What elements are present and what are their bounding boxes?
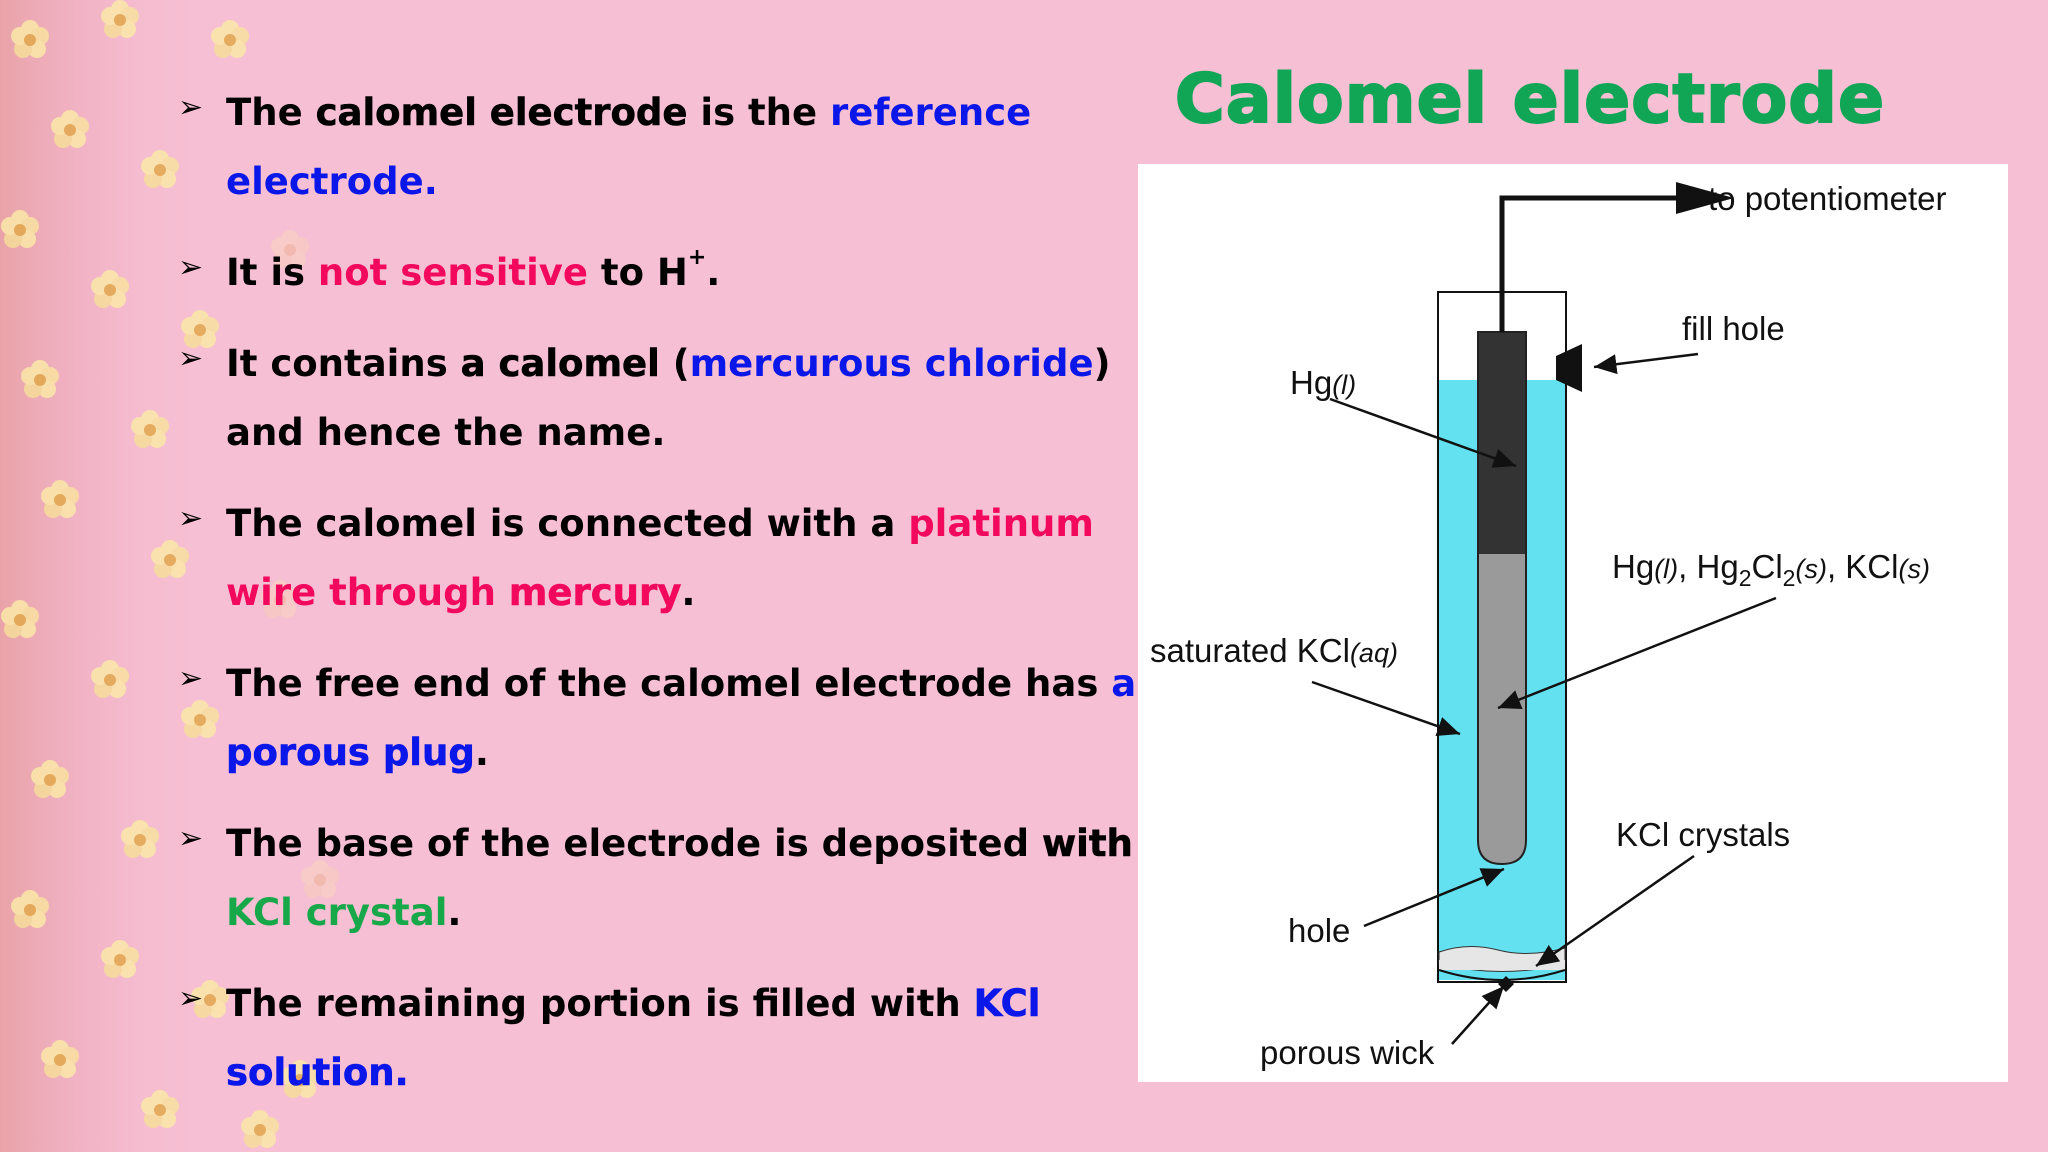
arrow-bullet-icon: ➢ xyxy=(178,821,204,856)
bullet-run: The base of the electrode is deposited xyxy=(226,822,1042,865)
bullet-text-1: The calomel electrode is the reference e… xyxy=(226,91,1031,203)
bullet-text-3: It contains a calomel (mercurous chlorid… xyxy=(226,342,1111,454)
arrow-bullet-icon: ➢ xyxy=(178,250,204,285)
bullet-run: not sensitive xyxy=(317,251,588,294)
slide-title: Calomel electrode xyxy=(1174,59,1886,140)
bullet-run: The calomel is connected with a xyxy=(226,502,909,545)
label-hole: hole xyxy=(1288,912,1350,949)
label-kcl-crystals: KCl crystals xyxy=(1616,816,1790,853)
bullet-run: a calomel xyxy=(460,342,660,386)
bullet-text-7: The remaining portion is filled with KCl… xyxy=(226,982,1041,1095)
label-porous-wick: porous wick xyxy=(1260,1034,1435,1071)
bullet-item-6: ➢ The base of the electrode is deposited… xyxy=(178,809,1138,947)
fill-hole-plug xyxy=(1556,344,1582,392)
bullet-text-4: The calomel is connected with a platinum… xyxy=(226,502,1094,614)
bullet-run: porous plug xyxy=(226,731,475,775)
bullet-text-6: The base of the electrode is deposited w… xyxy=(226,822,1133,934)
bullet-run: platinum wire through xyxy=(226,502,1094,614)
bullet-run: It contains xyxy=(226,342,461,385)
bullet-run: . xyxy=(447,891,462,934)
bullet-run: a xyxy=(1111,662,1137,705)
connecting-wire xyxy=(1499,195,1690,332)
arrow-bullet-icon: ➢ xyxy=(178,341,204,376)
bullet-run: is the xyxy=(687,91,830,134)
paste-column xyxy=(1478,554,1526,864)
bullet-run: ( xyxy=(659,342,690,385)
bullet-item-5: ➢ The free end of the calomel electrode … xyxy=(178,649,1138,787)
bullet-run: reference electrode. xyxy=(226,91,1032,203)
bullet-run: . xyxy=(474,731,489,774)
bullet-run: calomel electrode xyxy=(315,91,688,135)
bullet-run: with xyxy=(1041,822,1134,866)
mercury-column xyxy=(1478,332,1526,554)
arrow-bullet-icon: ➢ xyxy=(178,90,204,125)
bullet-run: KCl solution. xyxy=(226,982,1041,1095)
label-to-potentiometer: to potentiometer xyxy=(1708,180,1946,217)
bullet-text-5: The free end of the calomel electrode ha… xyxy=(226,662,1136,774)
label-fill-hole: fill hole xyxy=(1682,310,1785,347)
bullet-item-3: ➢ It contains a calomel (mercurous chlor… xyxy=(178,329,1138,467)
bullet-text-2: It is not sensitive to H+. xyxy=(226,245,721,294)
arrow-bullet-icon: ➢ xyxy=(178,981,204,1016)
bullet-run: . xyxy=(681,571,696,614)
bullet-run: . xyxy=(706,251,721,294)
bullet-run: mercurous chloride xyxy=(689,342,1094,385)
bullet-run: ) and hence the name. xyxy=(226,342,1111,454)
bullet-item-1: ➢ The calomel electrode is the reference… xyxy=(178,78,1138,216)
bullet-run: The xyxy=(226,91,316,134)
arrow-bullet-icon: ➢ xyxy=(178,501,204,536)
label-saturated-kcl: saturated KCl(aq) xyxy=(1150,632,1398,669)
bullet-run: mercury xyxy=(508,571,682,615)
bullet-item-2: ➢ It is not sensitive to H+. xyxy=(178,238,1138,307)
arrow-bullet-icon: ➢ xyxy=(178,661,204,696)
bullet-run: The free end of the calomel electrode ha… xyxy=(226,662,1112,705)
bullet-run: to H xyxy=(588,251,688,294)
bullet-list: ➢ The calomel electrode is the reference… xyxy=(178,78,1138,1129)
bullet-item-4: ➢ The calomel is connected with a platin… xyxy=(178,489,1138,627)
label-calomel-paste: Hg(l), Hg2Cl2(s), KCl(s) xyxy=(1612,548,1930,591)
bullet-run: KCl crystal xyxy=(226,891,448,934)
calomel-electrode-diagram: to potentiometer fill hole Hg(l) Hg(l), … xyxy=(1138,164,2008,1082)
label-hg: Hg(l) xyxy=(1290,364,1356,401)
bullet-run: The remaining portion is filled with xyxy=(226,982,974,1025)
bullet-item-7: ➢ The remaining portion is filled with K… xyxy=(178,969,1138,1107)
bullet-run: It is xyxy=(226,251,318,294)
bullet-run: + xyxy=(687,245,707,270)
